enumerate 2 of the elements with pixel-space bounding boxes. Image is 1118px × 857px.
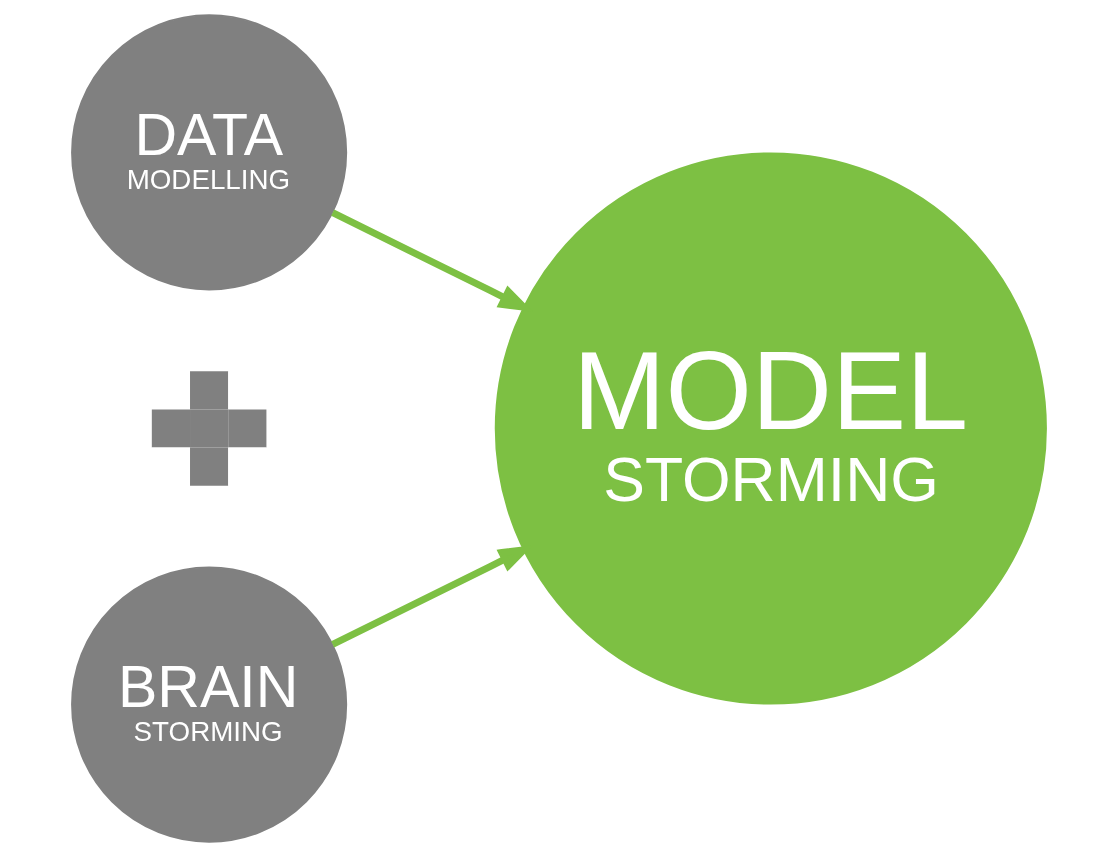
node-circle: BRAIN STORMING [71,566,348,843]
node-circle: DATA MODELLING [71,14,348,291]
